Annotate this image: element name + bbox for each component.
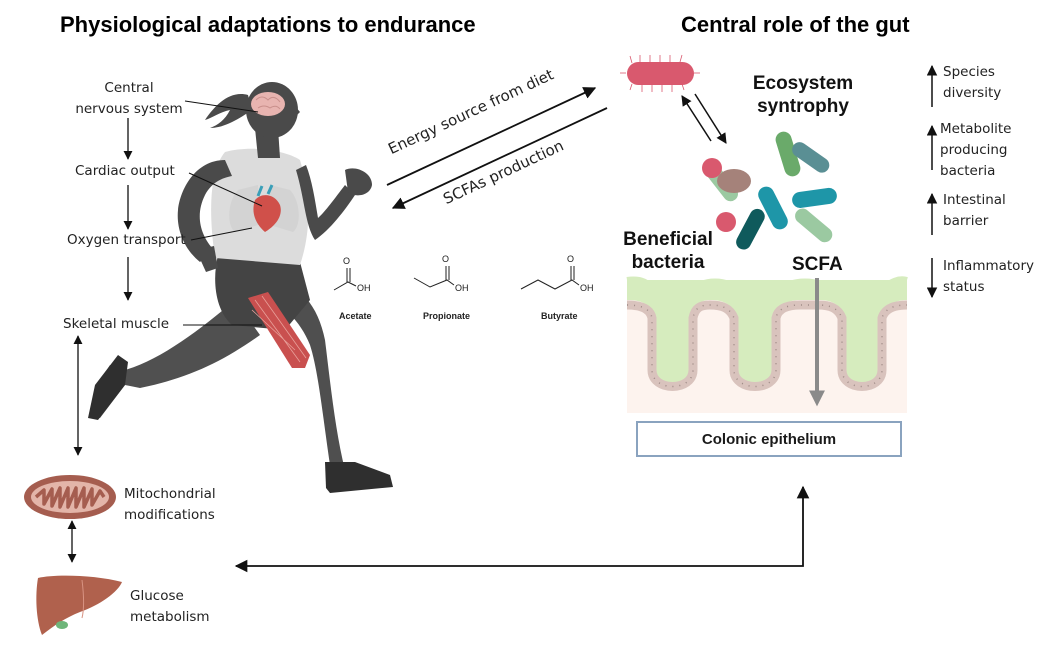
- effect-metabolite-line2: producing: [940, 142, 1008, 158]
- mitochondrion-icon: [24, 475, 116, 519]
- heart-icon: [253, 184, 281, 232]
- ecosystem-line2: syntrophy: [757, 96, 849, 117]
- bacterium-dark-teal: [736, 208, 765, 250]
- acetate-name: Acetate: [339, 311, 372, 321]
- label-cns-line1: Central: [104, 80, 154, 96]
- bacterium-green: [775, 131, 801, 177]
- ecosystem-line1: Ecosystem: [752, 73, 854, 94]
- beneficial-line2: bacteria: [631, 252, 705, 273]
- thigh-muscle-icon: [248, 292, 310, 368]
- propionate-name: Propionate: [423, 311, 471, 321]
- coccus-red: [716, 212, 736, 232]
- butyrate-name: Butyrate: [541, 311, 578, 321]
- beneficial-line1: Beneficial: [623, 229, 713, 250]
- arrow-from-pathogen: [694, 93, 727, 144]
- right-panel-title: Central role of the gut: [681, 12, 910, 37]
- label-scfa: SCFA: [792, 254, 843, 275]
- propionate-o-label: O: [442, 254, 450, 264]
- effect-inflammatory-line1: Inflammatory: [943, 258, 1034, 274]
- liver-icon: [36, 575, 122, 635]
- bacterium-brown: [717, 169, 751, 193]
- effect-metabolite-line3: bacteria: [940, 163, 996, 179]
- butyrate-oh-label: OH: [580, 283, 594, 293]
- effect-metabolite-producing: Metabolite producing bacteria: [940, 119, 1011, 182]
- propionate-structure: [413, 266, 455, 288]
- effect-species-diversity: Species diversity: [943, 62, 1001, 104]
- effect-inflammatory-status: Inflammatory status: [943, 256, 1034, 298]
- arrow-energy-to-gut: [386, 87, 597, 186]
- label-ecosystem-syntrophy: Ecosystem syntrophy: [747, 72, 859, 118]
- beneficial-bacteria-cluster: [702, 131, 837, 250]
- label-skeletal-muscle: Skeletal muscle: [63, 316, 170, 332]
- butyrate-structure: [520, 266, 580, 290]
- propionate-oh-label: OH: [455, 283, 469, 293]
- label-beneficial-bacteria: Beneficial bacteria: [621, 228, 715, 274]
- effect-barrier-line2: barrier: [943, 213, 989, 229]
- runner-silhouette-icon: [88, 82, 393, 493]
- label-glucose-line2: metabolism: [130, 609, 210, 625]
- label-oxygen-transport: Oxygen transport: [67, 232, 186, 248]
- bacterium-teal: [758, 186, 788, 230]
- brain-icon: [251, 92, 285, 116]
- pathogen-bacterium-icon: [620, 54, 700, 92]
- bacterium-slate: [792, 142, 830, 173]
- colonic-epithelium-box: Colonic epithelium: [636, 421, 902, 457]
- lungs-icon: [229, 185, 299, 232]
- acetate-oh-label: OH: [357, 283, 371, 293]
- bacterium-teal: [792, 187, 837, 208]
- arrow-scfa-to-host: [391, 107, 608, 209]
- effect-species-line1: Species: [943, 64, 995, 80]
- acetate-o-label: O: [343, 256, 351, 266]
- label-glucose-line1: Glucose: [130, 588, 184, 604]
- label-mito-line1: Mitochondrial: [124, 486, 216, 502]
- scfa-structures: [333, 266, 580, 291]
- butyrate-o-label: O: [567, 254, 575, 264]
- left-panel-title: Physiological adaptations to endurance: [60, 12, 476, 37]
- leader-lines: [183, 100, 263, 326]
- acetate-structure: [333, 268, 357, 291]
- intestinal-villi-icon: [626, 276, 908, 413]
- bacterium-light-green: [795, 208, 833, 243]
- feedback-arrow-gut-to-metabolism: [234, 485, 810, 573]
- effect-species-line2: diversity: [943, 85, 1002, 101]
- effect-intestinal-barrier: Intestinal barrier: [943, 190, 1006, 232]
- label-mitochondrial: Mitochondrial modifications: [124, 484, 216, 526]
- effect-barrier-line1: Intestinal: [943, 192, 1006, 208]
- cascade-arrows: [67, 118, 133, 563]
- effect-metabolite-line1: Metabolite: [940, 121, 1012, 137]
- label-cns: Central nervous system: [70, 78, 188, 120]
- label-cardiac-output: Cardiac output: [75, 163, 175, 179]
- colonic-epithelium-label: Colonic epithelium: [701, 430, 837, 448]
- effect-inflammatory-line2: status: [943, 279, 985, 295]
- label-glucose: Glucose metabolism: [130, 586, 210, 628]
- label-mito-line2: modifications: [124, 507, 215, 523]
- arrow-to-pathogen: [681, 95, 712, 142]
- coccus-red: [702, 158, 722, 178]
- label-cns-line2: nervous system: [75, 101, 183, 117]
